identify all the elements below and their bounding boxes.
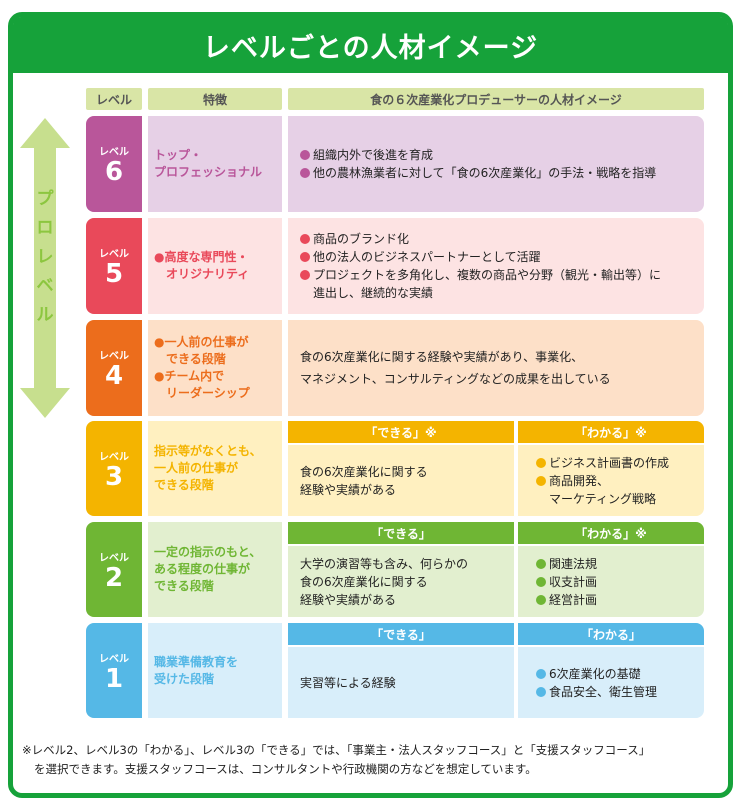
level-1-can-header: 「できる」	[288, 623, 514, 645]
level-3-can-body: 食の6次産業化に関する 経験や実績がある	[288, 445, 514, 516]
bullet-icon	[300, 234, 310, 244]
footnote: ※レベル2、レベル3の「わかる」、レベル3の「できる」では、「事業主・法人スタッ…	[22, 743, 651, 776]
level-2-trait: 一定の指示のもと、 ある程度の仕事が できる段階	[148, 522, 282, 617]
level-4-trait: ●一人前の仕事が できる段階 ●チーム内で リーダーシップ	[148, 320, 282, 416]
level-3-trait: 指示等がなくとも、 一人前の仕事が できる段階	[148, 421, 282, 516]
bullet-icon	[536, 686, 546, 697]
level-5-description: 商品のブランド化 他の法人のビジネスパートナーとして活躍 プロジェクトを多角化し…	[288, 218, 704, 314]
level-1-trait: 職業準備教育を 受けた段階	[148, 623, 282, 718]
bullet-icon	[536, 558, 546, 569]
level-5-trait: ●高度な専門性・ オリジナリティ	[148, 218, 282, 314]
level-1-can-body: 実習等による経験	[288, 647, 514, 718]
level-4-badge: レベル 4	[86, 320, 142, 416]
bullet-icon	[536, 475, 546, 486]
level-2-know-body: 関連法規 収支計画 経営計画	[518, 546, 704, 617]
bullet-icon	[300, 168, 310, 178]
page-title: レベルごとの人材イメージ	[13, 17, 728, 73]
bullet-icon	[536, 457, 546, 468]
level-3-can-header: 「できる」※	[288, 421, 514, 443]
level-6-badge: レベル 6	[86, 116, 142, 212]
pro-level-label: プ ロ レ ベ ル	[36, 189, 54, 325]
level-1-know-body: 6次産業化の基礎 食品安全、衛生管理	[518, 647, 704, 718]
level-3-know-body: ビジネス計画書の作成 商品開発、 マーケティング戦略	[518, 445, 704, 516]
header-trait: 特徴	[148, 88, 282, 110]
level-3-row: レベル 3 指示等がなくとも、 一人前の仕事が できる段階 「できる」※ 「わか…	[86, 421, 704, 516]
bullet-icon	[536, 576, 546, 587]
level-3-know-header: 「わかる」※	[518, 421, 704, 443]
level-2-can-body: 大学の演習等も含み、何らかの 食の6次産業化に関する 経験や実績がある	[288, 546, 514, 617]
bullet-icon	[536, 668, 546, 679]
level-5-row: レベル 5 ●高度な専門性・ オリジナリティ 商品のブランド化 他の法人のビジネ…	[86, 218, 704, 314]
level-6-description: 組織内外で後進を育成 他の農林漁業者に対して「食の6次産業化」の手法・戦略を指導	[288, 116, 704, 212]
level-1-badge: レベル 1	[86, 623, 142, 718]
header-image: 食の６次産業化プロデューサーの人材イメージ	[288, 88, 704, 110]
level-4-row: レベル 4 ●一人前の仕事が できる段階 ●チーム内で リーダーシップ 食の6次…	[86, 320, 704, 416]
bullet-icon	[536, 594, 546, 605]
level-5-badge: レベル 5	[86, 218, 142, 314]
level-1-row: レベル 1 職業準備教育を 受けた段階 「できる」 「わかる」 実習等による経験…	[86, 623, 704, 718]
level-2-badge: レベル 2	[86, 522, 142, 617]
bullet-icon	[300, 252, 310, 262]
double-arrow-icon	[20, 118, 70, 418]
level-6-row: レベル 6 トップ・ プロフェッショナル 組織内外で後進を育成 他の農林漁業者に…	[86, 116, 704, 212]
bullet-icon	[300, 150, 310, 160]
level-2-row: レベル 2 一定の指示のもと、 ある程度の仕事が できる段階 「できる」 「わか…	[86, 522, 704, 617]
header-level: レベル	[86, 88, 142, 110]
level-3-badge: レベル 3	[86, 421, 142, 516]
level-2-know-header: 「わかる」※	[518, 522, 704, 544]
level-4-description: 食の6次産業化に関する経験や実績があり、事業化、 マネジメント、コンサルティング…	[288, 320, 704, 416]
level-6-trait: トップ・ プロフェッショナル	[148, 116, 282, 212]
bullet-icon	[300, 270, 310, 280]
level-1-know-header: 「わかる」	[518, 623, 704, 645]
level-2-can-header: 「できる」	[288, 522, 514, 544]
